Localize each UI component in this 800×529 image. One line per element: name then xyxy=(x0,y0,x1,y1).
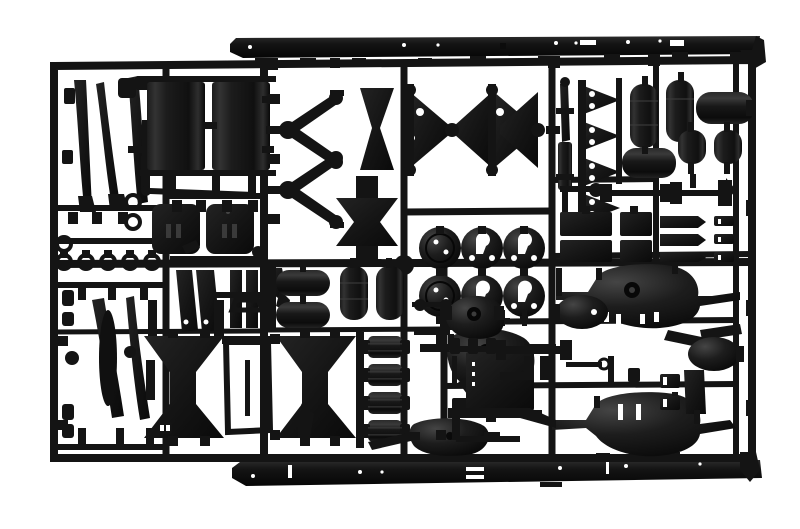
sprue-assembly xyxy=(50,36,766,487)
group-battery-boxes xyxy=(150,176,256,254)
group-shock-absorbers xyxy=(556,77,574,225)
group-upper-center-small xyxy=(170,200,264,262)
group-air-tanks xyxy=(616,72,754,188)
bowtie-bracket-3 xyxy=(454,92,492,168)
air-tank-horizontal-2 xyxy=(622,148,676,178)
group-misc-small-parts xyxy=(56,100,754,440)
group-lower-left-parts xyxy=(56,282,164,450)
funnel-1 xyxy=(144,336,224,438)
silencer-2 xyxy=(688,337,740,371)
air-tank-small-1 xyxy=(678,130,706,164)
group-step-plates xyxy=(560,206,652,262)
funnel-2 xyxy=(276,336,356,438)
fuel-tank-left xyxy=(147,82,205,170)
group-exhaust-silencers xyxy=(552,295,744,371)
group-bowtie-brackets xyxy=(336,84,560,262)
group-rail-support-legs xyxy=(268,52,748,70)
fuel-tank-right xyxy=(212,82,270,170)
group-fuel-tanks xyxy=(140,76,276,176)
air-tank-small-2 xyxy=(714,130,742,164)
air-tank-vertical-1 xyxy=(630,84,658,148)
silencer-1 xyxy=(556,295,608,329)
group-diff-and-shafts xyxy=(444,295,505,354)
group-lower-right-linkages xyxy=(452,340,706,424)
group-v-linkage-arms xyxy=(266,90,344,229)
air-tank-vertical-2 xyxy=(666,80,694,142)
air-tank-horizontal-1 xyxy=(696,92,754,124)
battery-box-right xyxy=(206,204,254,254)
group-mudguard-funnels xyxy=(144,330,356,446)
group-lower-air-tanks xyxy=(268,258,404,330)
group-mud-flap-strips xyxy=(660,216,734,262)
group-drive-shafts xyxy=(560,178,736,206)
group-air-bellows xyxy=(356,332,424,450)
bowtie-bracket-1 xyxy=(360,88,394,170)
